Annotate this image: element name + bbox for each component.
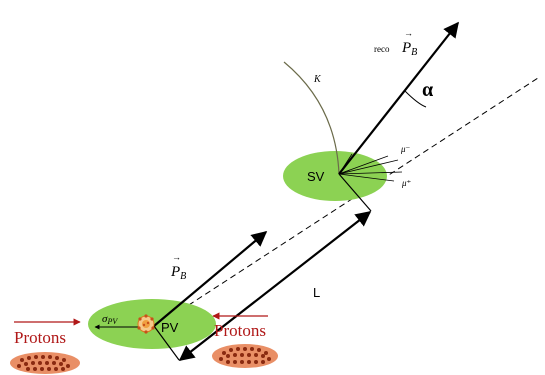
pb-symbol: PB — [170, 264, 186, 282]
pb-label: → PB — [170, 252, 186, 282]
reco-subscript: B — [411, 47, 417, 58]
reco-pb-label: reco → PB — [374, 28, 417, 58]
kaon-label: K — [313, 74, 322, 85]
reco-vector-arrow: → — [404, 28, 413, 38]
sigma-pv-subscript: PV — [106, 317, 118, 326]
protons-label-right: Protons — [214, 321, 266, 340]
muon-plus-label: μ⁺ — [401, 178, 412, 188]
secondary-vertex-label: SV — [307, 169, 325, 184]
reco-pb-arrow — [338, 21, 459, 175]
collision-star — [137, 314, 155, 334]
sigma-pv-label: σPV — [102, 313, 118, 326]
alpha-arc — [404, 90, 427, 108]
length-label: L — [313, 285, 320, 300]
secondary-vertex-ellipse — [283, 151, 387, 201]
reco-prefix: reco — [374, 44, 390, 54]
muon-minus-label: μ⁻ — [400, 144, 411, 154]
protons-label-left: Protons — [14, 328, 66, 347]
reco-symbol: PB — [401, 40, 417, 58]
flight-line — [154, 77, 539, 328]
proton-bunch-left — [10, 352, 80, 374]
proton-bunch-right — [212, 344, 278, 368]
length-guide-sv — [338, 173, 372, 212]
pb-subscript: B — [180, 271, 186, 282]
alpha-label: α — [422, 79, 433, 101]
primary-vertex-label: PV — [161, 320, 179, 335]
length-arrow — [178, 211, 372, 361]
kaon-track — [283, 61, 340, 175]
length-guide — [153, 325, 180, 361]
pb-vector-arrow: → — [172, 252, 181, 262]
